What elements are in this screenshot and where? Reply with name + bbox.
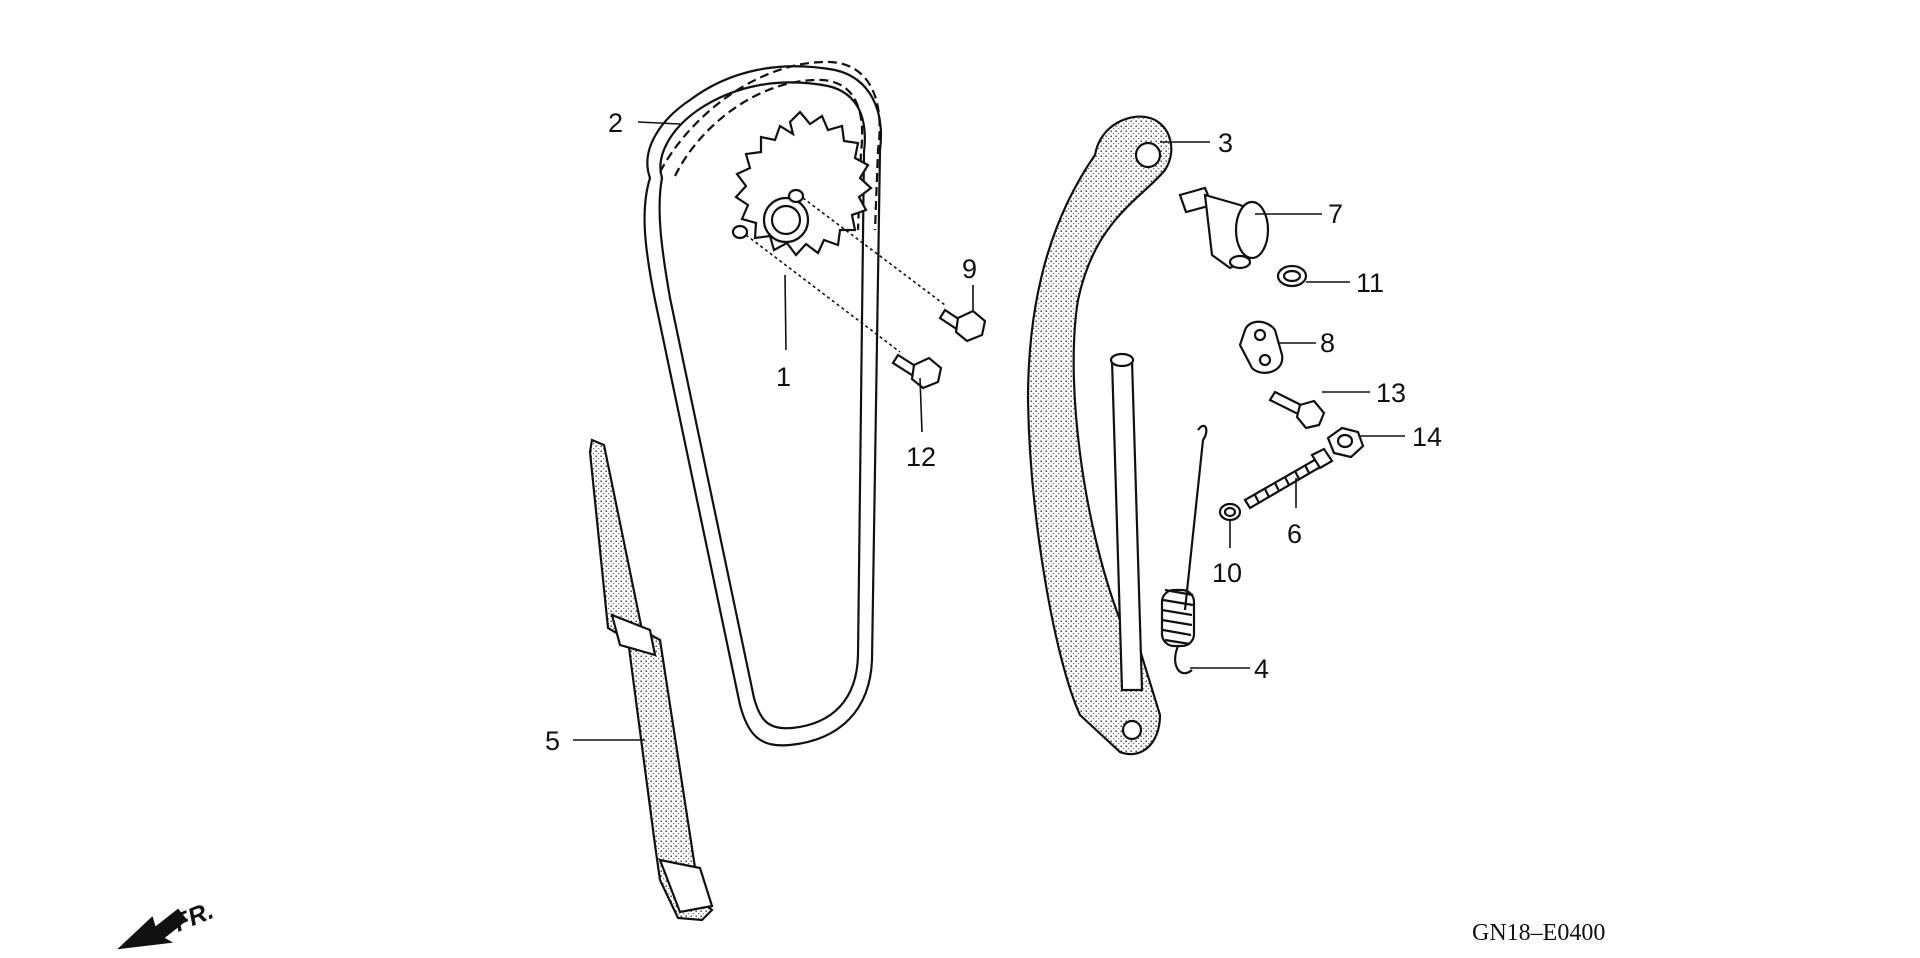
cam-sprocket	[731, 110, 873, 257]
cam-chain-guide	[588, 438, 714, 922]
leader-lines	[573, 121, 1405, 741]
washer-11	[1276, 264, 1308, 288]
o-ring-10	[1218, 502, 1242, 522]
part-label-12: 12	[906, 442, 936, 472]
part-label-14: 14	[1412, 422, 1442, 452]
part-label-11: 11	[1356, 268, 1384, 298]
part-label-7: 7	[1328, 199, 1343, 229]
part-label-6: 6	[1287, 519, 1302, 549]
drawing-code: GN18–E0400	[1472, 920, 1605, 946]
cam-chain-tensioner-arm	[1026, 115, 1173, 756]
front-arrow-icon	[117, 908, 188, 950]
part-label-13: 13	[1376, 378, 1406, 408]
part-label-4: 4	[1254, 654, 1269, 684]
part-label-9: 9	[962, 254, 977, 284]
part-label-1: 1	[776, 362, 791, 392]
front-label: FR.	[170, 897, 218, 938]
part-label-2: 2	[608, 108, 623, 138]
bolt-13	[1268, 390, 1326, 430]
part-label-8: 8	[1320, 328, 1335, 358]
part-label-5: 5	[545, 726, 560, 756]
adjuster-bolt	[1243, 447, 1334, 510]
front-direction-marker: FR.	[117, 897, 218, 950]
nut-14	[1326, 426, 1365, 459]
part-label-10: 10	[1212, 558, 1242, 588]
stopper-plate	[1238, 320, 1284, 374]
cam-chain	[643, 60, 882, 747]
tensioner-spring	[1160, 424, 1208, 675]
tensioner-pushrod	[1178, 186, 1270, 270]
bolt-12	[745, 234, 943, 390]
part-labels: 1 2 3 4 5 6 7 8 9 10 11 12 13 14	[545, 108, 1442, 756]
part-label-3: 3	[1218, 128, 1233, 158]
